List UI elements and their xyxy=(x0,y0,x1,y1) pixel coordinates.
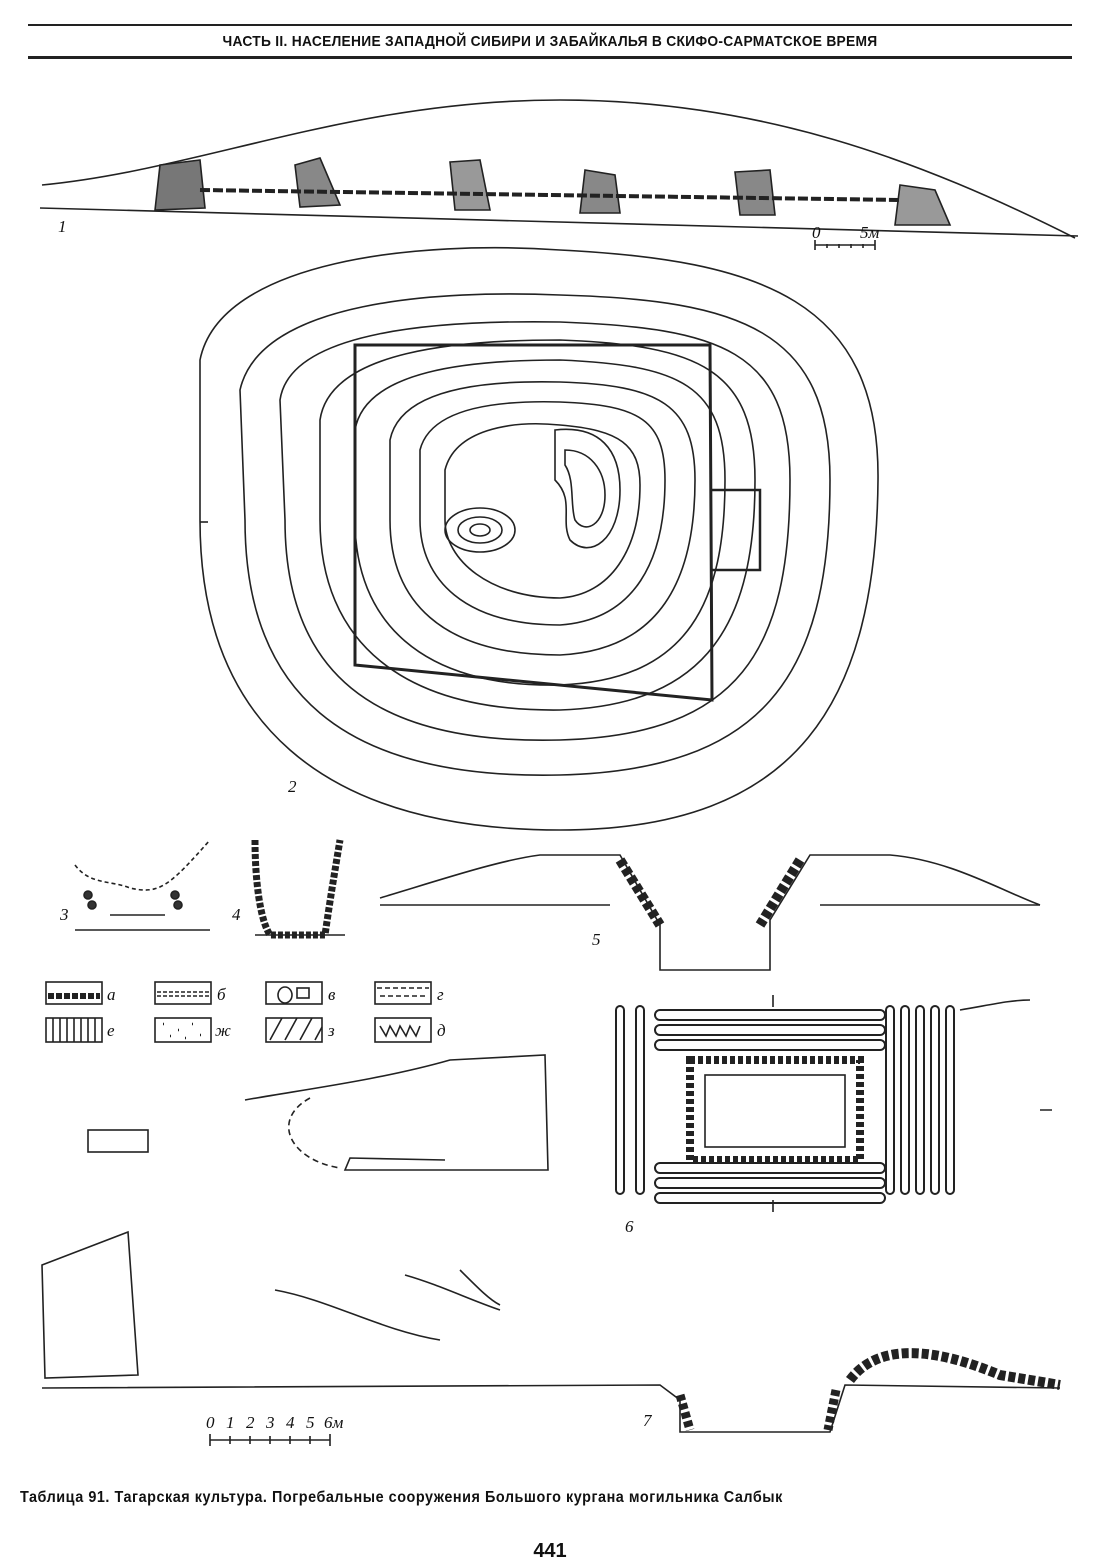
scale-bar-5m: 0 5м xyxy=(812,223,880,250)
legend: а б в г е ж з д xyxy=(45,981,446,1043)
svg-text:в: в xyxy=(328,985,336,1004)
svg-text:3: 3 xyxy=(265,1413,275,1432)
header-rule-bottom xyxy=(28,56,1072,59)
svg-text:1: 1 xyxy=(226,1413,235,1432)
svg-text:0: 0 xyxy=(812,223,821,242)
svg-text:5: 5 xyxy=(592,930,601,949)
svg-text:з: з xyxy=(327,1021,335,1040)
legend-item-z: з xyxy=(265,1017,335,1043)
svg-text:ж: ж xyxy=(215,1021,231,1040)
svg-text:0: 0 xyxy=(206,1413,215,1432)
svg-text:4: 4 xyxy=(286,1413,295,1432)
legend-item-g: г xyxy=(374,981,444,1005)
figure-1-label: 1 xyxy=(58,217,67,236)
legend-item-a: а xyxy=(45,981,116,1005)
legend-item-b: б xyxy=(154,981,226,1005)
svg-text:4: 4 xyxy=(232,905,241,924)
running-header: ЧАСТЬ II. НАСЕЛЕНИЕ ЗАПАДНОЙ СИБИРИ И ЗА… xyxy=(222,33,878,50)
figure-3-section: 3 xyxy=(59,839,211,931)
figure-5-section: 5 xyxy=(379,854,1041,971)
svg-text:2: 2 xyxy=(246,1413,255,1432)
legend-item-d: д xyxy=(374,1017,446,1043)
legend-item-v: в xyxy=(265,981,336,1005)
svg-text:г: г xyxy=(437,985,444,1004)
figure-6-label: 6 xyxy=(625,1217,634,1236)
legend-item-zh: ж xyxy=(154,1017,231,1043)
page-number: 441 xyxy=(533,1540,567,1562)
svg-text:5: 5 xyxy=(306,1413,315,1432)
figure-2-contour-plan: 2 xyxy=(199,246,879,831)
svg-text:а: а xyxy=(107,985,116,1004)
figure-1-kurgan-profile: 1 0 5м xyxy=(39,99,1079,250)
svg-text:е: е xyxy=(107,1021,115,1040)
plate-caption: Таблица 91. Тагарская культура. Погребал… xyxy=(20,1489,783,1506)
figure-2-label: 2 xyxy=(288,777,297,796)
svg-text:7: 7 xyxy=(643,1411,653,1430)
legend-item-e: е xyxy=(45,1017,115,1043)
svg-text:6м: 6м xyxy=(324,1413,344,1432)
figure-7-section: 7 0 1 2 3 4 5 6м xyxy=(41,1230,1061,1446)
figure-6-plan: 6 xyxy=(87,995,1052,1236)
svg-text:5м: 5м xyxy=(860,223,880,242)
scale-bar-6m: 0 1 2 3 4 5 6м xyxy=(206,1413,344,1446)
svg-text:3: 3 xyxy=(59,905,69,924)
svg-text:д: д xyxy=(437,1021,446,1040)
header-rule-top xyxy=(28,24,1072,26)
svg-text:б: б xyxy=(217,985,226,1004)
figure-4-section: 4 xyxy=(232,839,345,939)
